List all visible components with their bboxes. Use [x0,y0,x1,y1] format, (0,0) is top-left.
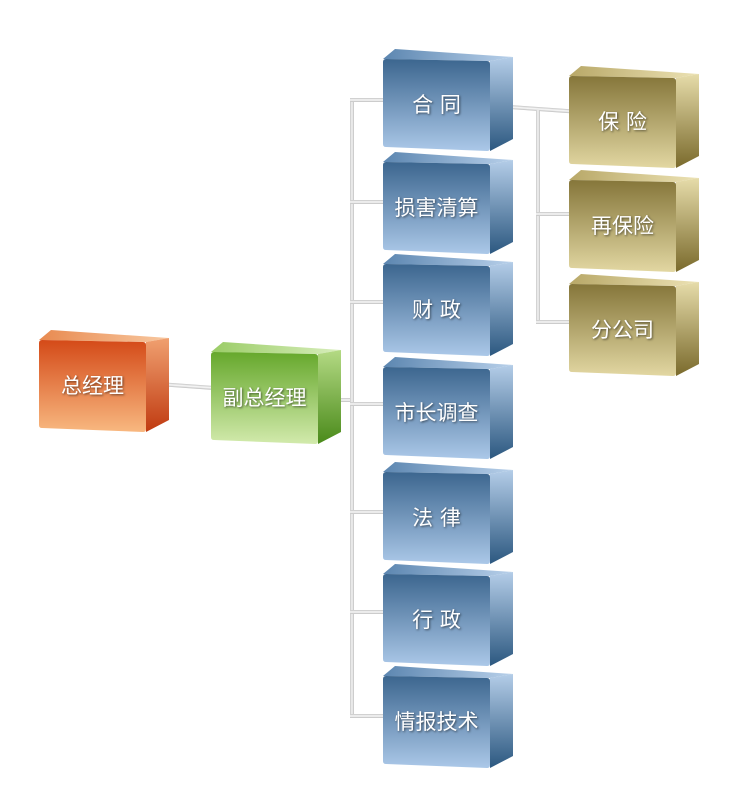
node-label: 行 政 [412,608,461,632]
node-label: 副总经理 [222,386,307,410]
node-legal[interactable]: 法 律 [383,460,515,566]
node-finance[interactable]: 财 政 [383,252,515,358]
node-label: 分公司 [591,318,654,342]
connector-dept-1 [350,98,386,102]
node-label: 保 险 [598,110,647,134]
node-label: 合 同 [412,93,461,117]
node-label: 损害清算 [394,196,479,220]
node-label: 市长调查 [394,401,479,425]
node-label: 情报技术 [394,710,479,734]
connector-dept-4 [350,402,386,406]
connector-deputy-trunk [330,398,354,402]
node-insurance[interactable]: 保 险 [569,64,701,170]
node-branch-office[interactable]: 分公司 [569,272,701,378]
node-claims-settlement[interactable]: 损害清算 [383,150,515,256]
connector-dept-6 [350,610,386,614]
connector-sub-3 [536,320,572,324]
connector-sub-2 [536,212,572,216]
node-information-technology[interactable]: 情报技术 [383,664,515,770]
node-deputy-general-manager[interactable]: 副总经理 [211,340,343,446]
node-label: 再保险 [591,214,654,238]
node-label: 法 律 [412,506,461,530]
node-contract[interactable]: 合 同 [383,47,515,153]
node-label: 财 政 [412,298,461,322]
node-general-manager[interactable]: 总经理 [39,328,171,434]
node-administration[interactable]: 行 政 [383,562,515,668]
connector-dept-2 [350,200,386,204]
connector-dept-7 [350,714,386,718]
connector-dept-3 [350,300,386,304]
node-label: 总经理 [61,374,124,398]
connector-department-trunk [350,98,354,718]
connector-dept-5 [350,510,386,514]
connector-sub-trunk [536,110,540,324]
node-reinsurance[interactable]: 再保险 [569,168,701,274]
node-market-research[interactable]: 市长调查 [383,355,515,461]
